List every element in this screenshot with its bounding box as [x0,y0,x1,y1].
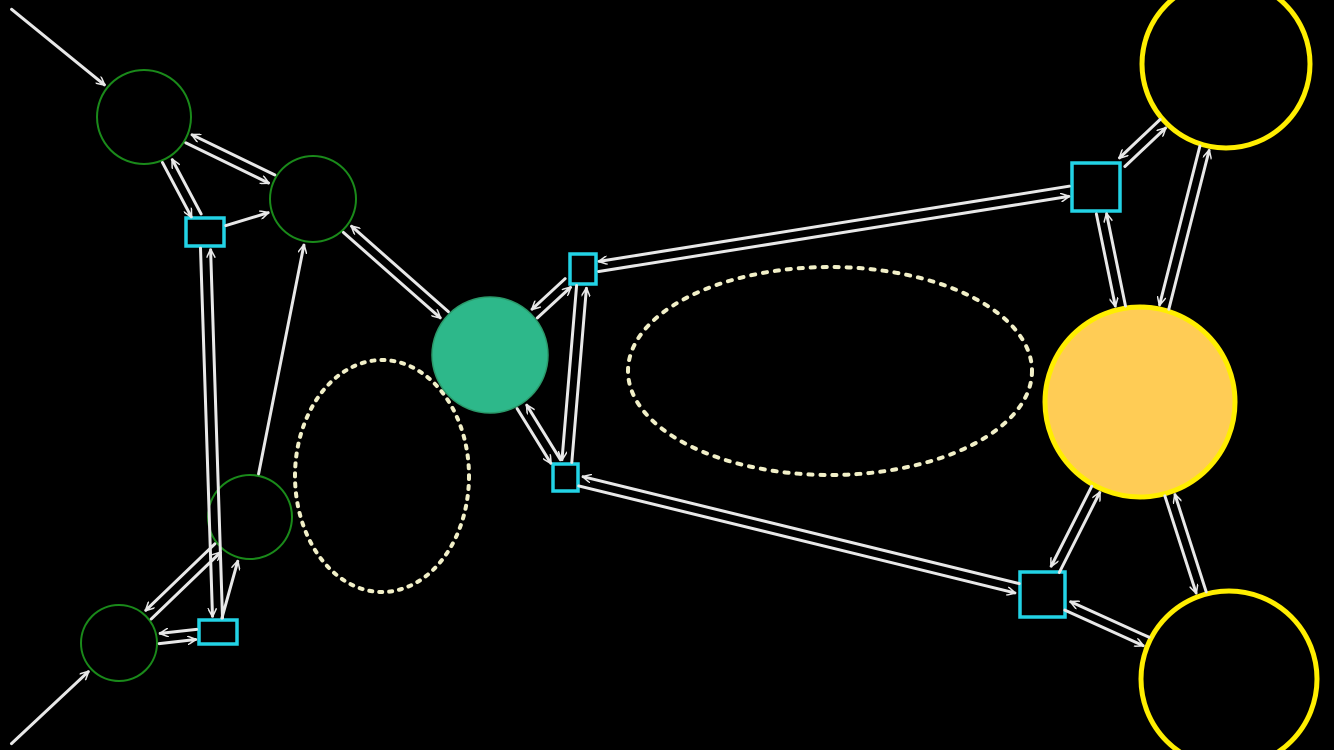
node-n4[interactable] [80,604,158,682]
junction-s4[interactable] [551,462,580,493]
edge-n2-to-n1 [192,133,277,177]
regions-layer [293,265,1034,594]
edge-y2-to-y1 [1167,151,1209,311]
edge-n1-to-n2 [184,141,269,185]
edge-s2-to-n4 [158,627,198,633]
node-y1[interactable] [1139,0,1313,151]
edges-layer [10,7,1210,746]
edge-y2-to-s6 [1049,484,1094,566]
junction-s3[interactable] [568,252,598,286]
edge-s1-to-s2 [199,246,213,618]
edge-s4-to-s6 [577,484,1015,593]
edge-n4-to-s2 [157,640,198,646]
edge-s6-to-y3 [1063,608,1143,648]
edge-s6-to-y2 [1057,493,1102,574]
edge-n4-to-n3 [149,553,220,621]
edge-s3-to-hub [532,277,567,310]
edge-s4-to-s3 [570,286,587,464]
edge-y1-to-s5 [1120,118,1162,158]
edge-s2-to-n3 [220,561,238,620]
edge-s6-to-s4 [583,477,1021,586]
edge-y3-to-y2 [1175,495,1208,594]
junction-s6[interactable] [1018,570,1067,619]
edge-s5-to-y2 [1094,212,1115,306]
edge-n1-to-s1 [161,161,193,217]
edge-s1-to-n1 [170,160,203,216]
edge-s1-to-n2 [224,213,268,228]
edge-entry-top-to-n1 [10,7,105,85]
junction-s1[interactable] [184,216,226,248]
dotted-region-r2 [626,265,1034,477]
node-n1[interactable] [96,69,192,165]
node-hub[interactable] [431,296,549,414]
edge-y1-to-y2 [1160,144,1202,305]
junction-s5[interactable] [1070,161,1122,213]
edge-hub-to-n2 [352,226,450,314]
node-y3[interactable] [1138,588,1320,750]
edge-s3-to-s5 [597,196,1071,273]
edge-y2-to-y3 [1163,494,1196,593]
edge-y3-to-s6 [1071,600,1151,639]
nodes-layer [80,0,1320,750]
edge-s2-to-s1 [211,248,224,620]
edge-hub-to-s4 [515,407,553,464]
edge-s4-to-hub [525,405,562,462]
edge-hub-to-s3 [535,287,570,320]
edge-n3-to-n4 [146,542,217,610]
junction-s2[interactable] [197,618,239,646]
edge-n2-to-hub [342,231,441,318]
edge-y2-to-s5 [1107,214,1127,308]
edge-s3-to-s4 [562,284,579,462]
node-y2[interactable] [1042,304,1238,500]
node-n2[interactable] [269,155,357,243]
edge-n3-to-n2 [257,245,304,476]
edge-s5-to-y1 [1123,128,1166,168]
edge-s5-to-s3 [597,184,1071,261]
dotted-region-r1 [293,358,471,594]
edge-entry-bottom-to-n4 [10,672,89,746]
